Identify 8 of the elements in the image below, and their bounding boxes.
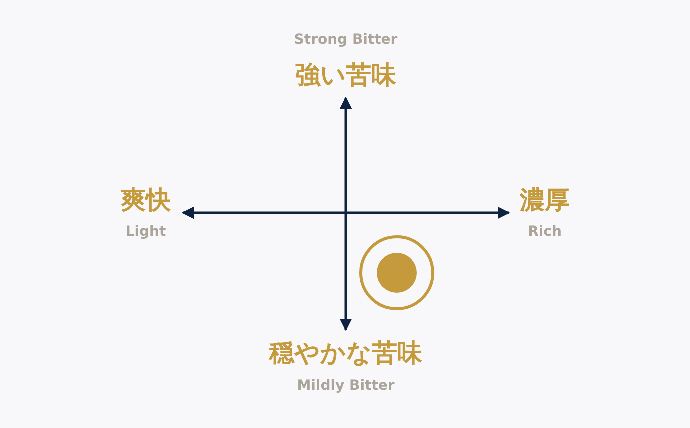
- axis-label: 爽快: [121, 184, 171, 216]
- axis-sublabel: Light: [126, 224, 166, 240]
- axis-sublabel: Strong Bitter: [294, 32, 398, 48]
- axis-label: 穏やかな苦味: [270, 338, 422, 370]
- axis-label: 濃厚: [520, 184, 570, 216]
- axis-sublabel: Mildly Bitter: [297, 378, 395, 394]
- axis-sublabel: Rich: [528, 224, 562, 240]
- axis-label: 強い苦味: [296, 60, 396, 92]
